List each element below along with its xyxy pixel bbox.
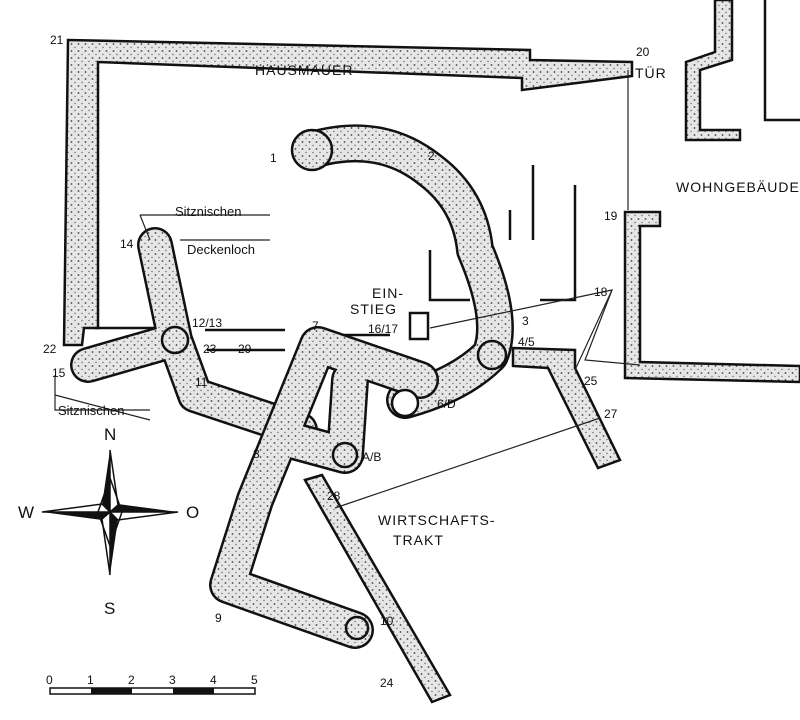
interior-walls	[95, 165, 577, 352]
point-7: 7	[312, 319, 319, 333]
point-9: 9	[215, 611, 222, 625]
label-wirtschaftstrakt-2: TRAKT	[393, 532, 444, 548]
point-14: 14	[120, 237, 134, 251]
point-19: 19	[604, 209, 618, 223]
compass-rose-icon: N S W O	[18, 425, 199, 618]
point-21: 21	[50, 33, 64, 47]
point-22: 22	[43, 342, 57, 356]
point-a-b: A/B	[362, 450, 381, 464]
label-hausmauer: HAUSMAUER	[255, 62, 353, 78]
point-27: 27	[604, 407, 618, 421]
scale-tick-2: 2	[128, 673, 135, 687]
label-wohngebaeude: WOHNGEBÄUDE	[676, 179, 800, 195]
point-20: 20	[636, 45, 650, 59]
compass-west: W	[18, 503, 34, 522]
point-12-13: 12/13	[192, 316, 222, 330]
label-sitznischen-bottom: Sitznischen	[58, 403, 124, 418]
point-numbers: 1 2 3 4/5 6/D 7 8 9 10 11 12/13 14 15 18…	[43, 33, 650, 690]
point-29: 29	[238, 342, 252, 356]
point-2: 2	[428, 149, 435, 163]
compass-east: O	[186, 503, 199, 522]
point-8: 8	[253, 447, 260, 461]
residential-building-wall	[623, 0, 800, 384]
tunnel-system	[70, 124, 514, 649]
label-16-17: 16/17	[368, 322, 398, 336]
label-sitznischen-top: Sitznischen	[175, 204, 241, 219]
point-25: 25	[584, 374, 598, 388]
label-einstieg-2: STIEG	[350, 301, 397, 317]
point-23: 23	[203, 342, 217, 356]
compass-north: N	[104, 425, 116, 444]
scale-bar: 0 1 2 3 4 5	[46, 673, 258, 695]
entrance-shaft	[408, 311, 430, 341]
point-3: 3	[522, 314, 529, 328]
point-4-5: 4/5	[518, 335, 535, 349]
point-24: 24	[380, 676, 394, 690]
label-einstieg-1: EIN-	[372, 285, 404, 301]
point-28: 28	[327, 489, 341, 503]
label-wirtschaftstrakt-1: WIRTSCHAFTS-	[378, 512, 496, 528]
label-tuer: TÜR	[635, 64, 667, 81]
scale-tick-1: 1	[87, 673, 94, 687]
compass-south: S	[104, 599, 115, 618]
point-1: 1	[270, 151, 277, 165]
point-10: 10	[380, 614, 394, 628]
chambers	[160, 128, 508, 641]
scale-tick-0: 0	[46, 673, 53, 687]
survey-lines	[54, 70, 641, 509]
label-deckenloch: Deckenloch	[187, 242, 255, 257]
scale-tick-4: 4	[210, 673, 217, 687]
point-11: 11	[195, 375, 208, 389]
point-6-d: 6/D	[437, 397, 456, 411]
house-wall	[62, 38, 634, 347]
point-18: 18	[594, 285, 608, 299]
utility-wing-walls	[303, 346, 622, 704]
scale-tick-5: 5	[251, 673, 258, 687]
scale-tick-3: 3	[169, 673, 176, 687]
point-15: 15	[52, 366, 66, 380]
